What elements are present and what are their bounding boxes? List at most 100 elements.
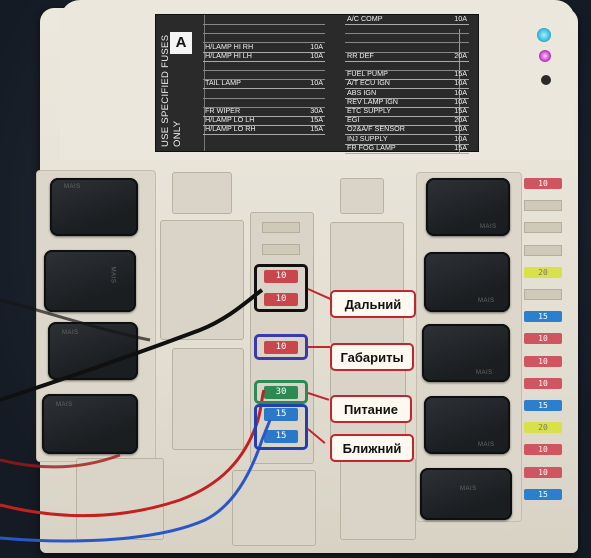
fuse-label-amp: 20A: [454, 50, 467, 60]
fuse: 10: [524, 444, 562, 456]
fuse-low: 15: [264, 430, 298, 443]
fuse-label-amp: 10A: [454, 124, 467, 134]
fuse: 10: [524, 178, 562, 189]
relay-tag: MAIS: [478, 442, 495, 448]
empty-fuse-slot: [524, 289, 562, 300]
fuse-label-row: [345, 60, 469, 71]
callout-low-beam: Ближний: [330, 434, 414, 462]
red-wire: [0, 389, 266, 518]
fuse-label-row: [203, 23, 325, 35]
fuse-label-row: FUEL PUMP 15A: [345, 69, 469, 81]
fuse-label-row: [203, 69, 325, 81]
empty-fuse-slot: [524, 200, 562, 212]
fuse-high: 10: [264, 293, 298, 306]
fuse-parking: 10: [264, 341, 298, 354]
relay-left-4: MAIS: [42, 394, 138, 454]
relay-left-1: MAIS: [50, 178, 138, 236]
fuse-label-row: H/LAMP LO RH 15A: [203, 124, 325, 136]
relay-tag: MAIS: [478, 298, 495, 304]
relay-right-2: MAIS: [424, 252, 510, 312]
fuse-label-name: FR WIPER: [205, 106, 241, 115]
empty-fuse-slot: [262, 222, 300, 233]
relay-right-1: MAIS: [426, 178, 510, 236]
terminal-block-left-lower: [172, 348, 244, 450]
callout-leader-parking: [308, 346, 330, 348]
fuse-label-row: [203, 60, 325, 71]
fuse-label-name: FR FOG LAMP: [347, 142, 396, 152]
fuse-label-amp: 10A: [310, 78, 323, 88]
fuse-label-name: H/LAMP LO RH: [205, 124, 256, 134]
fuse-label-row: REV LAMP IGN 10A: [345, 97, 469, 108]
fuse-label-amp: 10A: [454, 14, 467, 23]
fuse-label-name: O2&A/F SENSOR: [347, 124, 405, 134]
bottom-connector-right: [340, 458, 416, 540]
fuse-label-row: A/C COMP 10A: [345, 14, 469, 25]
fuse-label-row: [345, 42, 469, 53]
relay-tag: MAIS: [476, 370, 493, 376]
callout-parking-lights: Габариты: [330, 343, 414, 371]
fuse-label-row: H/LAMP HI RH 10A: [203, 42, 325, 53]
top-connector-left: [172, 172, 232, 214]
fuse: 15: [524, 488, 562, 500]
fuse-label-name: H/LAMP HI RH: [205, 41, 254, 51]
relay-tag: MAIS: [62, 330, 79, 336]
fuse-label-name: H/LAMP HI LH: [205, 50, 252, 60]
black-wire: [0, 298, 151, 342]
black-wire: [0, 288, 264, 402]
fuse: 10: [524, 333, 562, 345]
fuse-label-amp: 10A: [454, 133, 467, 143]
fuse-label-name: A/C COMP: [347, 14, 383, 23]
fuse-label-amp: 15A: [454, 142, 467, 152]
fuse-label-amp: 15A: [454, 69, 467, 79]
fuse-label-row: FR FOG LAMP 15A: [345, 143, 469, 154]
terminal-block-right: [330, 222, 404, 344]
fuse-label-row: [203, 14, 325, 25]
fuse-label-name: H/LAMP LO LH: [205, 115, 255, 125]
terminal-block-left: [160, 220, 244, 340]
fuse-label-name: INJ SUPPLY: [347, 133, 388, 143]
empty-fuse-slot: [524, 244, 562, 256]
fuse-label-row: INJ SUPPLY 10A: [345, 134, 469, 145]
relay-left-2: MAIS: [44, 250, 136, 312]
fuse: 10: [524, 377, 562, 389]
blue-wire: [0, 419, 272, 543]
fuse-label-row: O2&A/F SENSOR 10A: [345, 124, 469, 136]
fuse-label-row: [203, 32, 325, 44]
fuse-label-row: H/LAMP HI LH 10A: [203, 51, 325, 62]
empty-fuse-slot: [262, 244, 300, 255]
fuse-label-row: FR WIPER 30A: [203, 106, 325, 117]
fuse-label-name: REV LAMP IGN: [347, 96, 398, 106]
fuse: 10: [524, 355, 562, 367]
callout-high-beam: Дальний: [330, 290, 416, 318]
relay-right-5: MAIS: [420, 468, 512, 520]
relay-tag: MAIS: [480, 224, 497, 230]
relay-right-4: MAIS: [424, 396, 510, 454]
fuse-label-amp: 10A: [310, 50, 323, 60]
fuse-high: 10: [264, 270, 298, 283]
fuse-label-name: FUEL PUMP: [347, 69, 388, 79]
fuse-label-amp: 10A: [454, 96, 467, 106]
empty-fuse-slot: [524, 222, 562, 234]
fuse-label-amp: 15A: [310, 124, 323, 134]
dark-indicator-dot: [541, 75, 551, 85]
relay-right-3: MAIS: [422, 324, 510, 382]
fuse-label-sheet: USE SPECIFIED FUSES ONLY: [155, 14, 479, 153]
fuse-label-amp: 10A: [310, 41, 323, 51]
fuse-label-row: [345, 32, 469, 44]
fuse: 15: [524, 400, 562, 411]
parking-fuse-highlight: [254, 334, 308, 360]
magenta-indicator-dot: [539, 50, 551, 62]
low-beam-fuse-highlight: [254, 404, 308, 450]
power-fuse-highlight: [254, 380, 308, 404]
fuse-label-name: ABS IGN: [347, 87, 377, 97]
red-wire: [0, 453, 121, 469]
high-beam-fuse-highlight: [254, 264, 308, 312]
fuse-label-amp: 30A: [310, 106, 323, 115]
